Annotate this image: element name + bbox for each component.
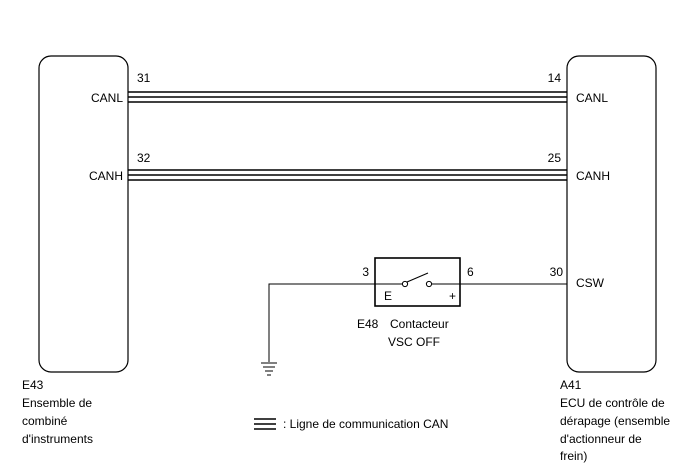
left-ecu-name-line-2: combiné (22, 414, 68, 428)
switch-terminal-e: E (384, 289, 392, 303)
switch-pin-6: 6 (467, 265, 474, 279)
wire-switch-to-ground (268, 283, 375, 362)
left-ecu-body (38, 55, 129, 373)
switch-code: E48 (357, 317, 379, 331)
right-ecu-pin-30: 30 (550, 265, 564, 279)
left-ecu-name-line-3: d'instruments (22, 432, 93, 446)
legend-text: : Ligne de communication CAN (283, 417, 448, 431)
can-line-canh (128, 169, 567, 181)
triple-line-icon (254, 418, 276, 430)
right-ecu-pin-25: 25 (548, 151, 562, 165)
vsc-off-switch: E + 3 6 E48 Contacteur VSC OFF (357, 257, 474, 349)
right-ecu: 14 CANL 25 CANH 30 CSW A41 ECU de contrô… (548, 55, 670, 463)
switch-pin-3: 3 (362, 265, 369, 279)
switch-body (374, 257, 461, 307)
switch-contact-left (401, 280, 409, 288)
legend: : Ligne de communication CAN (254, 417, 448, 431)
left-ecu-code: E43 (22, 378, 44, 392)
can-line-canl (128, 91, 567, 103)
left-ecu-pin-31: 31 (137, 71, 151, 85)
switch-contact-right (425, 280, 433, 288)
left-ecu: 31 CANL 32 CANH E43 Ensemble de combiné … (22, 55, 151, 446)
left-ecu-signal-canl: CANL (91, 91, 123, 105)
left-ecu-name-line-1: Ensemble de (22, 396, 92, 410)
right-ecu-name-line-4: frein) (560, 449, 587, 463)
right-ecu-signal-canl: CANL (576, 91, 608, 105)
switch-name-line-1: Contacteur (390, 317, 449, 331)
right-ecu-code: A41 (560, 378, 582, 392)
ground-icon (261, 362, 277, 376)
right-ecu-body (566, 55, 657, 373)
right-ecu-signal-csw: CSW (576, 276, 605, 290)
right-ecu-name-line-2: dérapage (ensemble (560, 414, 670, 428)
right-ecu-signal-canh: CANH (576, 169, 610, 183)
switch-terminal-plus: + (449, 289, 456, 303)
switch-name-line-2: VSC OFF (388, 335, 440, 349)
right-ecu-name-line-1: ECU de contrôle de (560, 396, 665, 410)
left-ecu-pin-32: 32 (137, 151, 151, 165)
left-ecu-signal-canh: CANH (89, 169, 123, 183)
right-ecu-pin-14: 14 (548, 71, 562, 85)
right-ecu-name-line-3: d'actionneur de (560, 432, 642, 446)
switch-lever (406, 272, 429, 283)
